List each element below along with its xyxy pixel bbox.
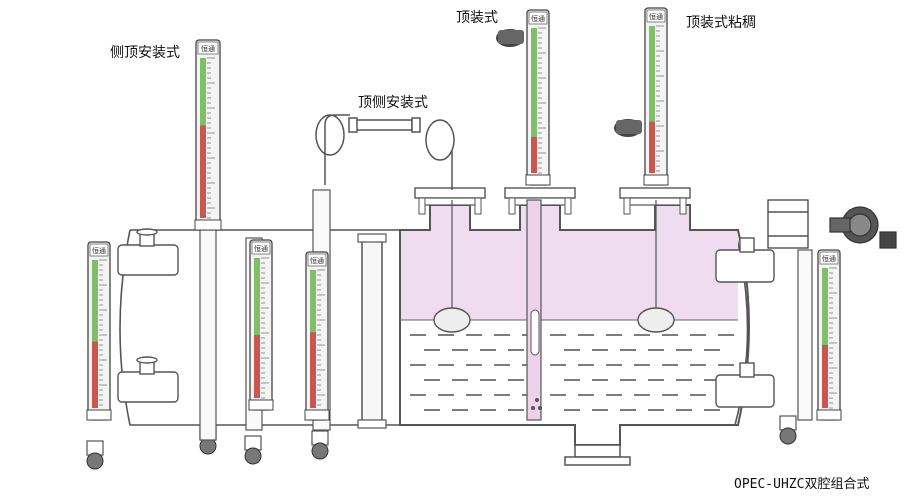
gauge-scale-empty	[822, 268, 828, 345]
float-ball	[433, 307, 471, 333]
gauge-base	[525, 174, 551, 186]
label-top-side-mount: 顶侧安装式	[358, 95, 428, 111]
gauge-cap	[251, 241, 271, 255]
gauge-base	[248, 399, 274, 411]
flange-neck	[624, 197, 686, 206]
gauge-brand: 恒通	[649, 12, 663, 21]
level-gauge: 恒通	[86, 241, 112, 421]
gauge-cap	[646, 9, 666, 23]
gauge-brand: 恒通	[201, 44, 215, 53]
gauge-housing	[817, 249, 841, 421]
flange-plate	[504, 187, 576, 199]
gauge-base	[86, 409, 112, 421]
bottom-outlet	[574, 444, 621, 458]
gauge-housing	[87, 241, 111, 421]
gauge-scale-empty	[531, 28, 537, 137]
flange-plate	[619, 187, 691, 199]
gauge-cap	[819, 251, 839, 265]
gauge-base	[816, 409, 842, 421]
gauge-scale-empty	[310, 270, 316, 333]
flange-bolt	[508, 197, 516, 215]
level-gauge: 恒通	[525, 9, 551, 186]
level-gauge: 恒通	[304, 251, 330, 421]
label-top-mount: 顶装式	[456, 10, 498, 26]
label-model: OPEC-UHZC双腔组合式	[734, 477, 870, 492]
drain-wheel	[86, 452, 104, 470]
transmitter	[767, 199, 897, 249]
gauge-cap	[197, 41, 219, 55]
gauge-cap	[307, 253, 327, 267]
liquid-surface-lines	[400, 319, 738, 411]
top-side-mount-piping	[315, 114, 455, 190]
level-gauges: 恒通恒通恒通恒通恒通恒通恒通	[86, 7, 842, 421]
level-gauge: 恒通	[248, 239, 274, 411]
gauge-brand: 恒通	[254, 244, 268, 253]
gauge-cap	[528, 11, 548, 25]
gauge-base	[194, 219, 222, 231]
gauge-scale-empty	[200, 58, 206, 126]
drain-wheel	[779, 427, 797, 445]
gauge-brand: 恒通	[531, 14, 545, 23]
gauge-housing	[195, 39, 221, 231]
float-assemblies	[433, 200, 675, 333]
gauge-brand: 恒通	[92, 246, 106, 255]
drain-valves	[86, 415, 797, 470]
chamber-pipe	[199, 227, 217, 441]
gauge-brand: 恒通	[310, 256, 324, 265]
gauge-scale-empty	[92, 260, 98, 342]
drain-wheel	[311, 442, 329, 460]
flange-bolt	[418, 197, 426, 215]
label-side-top-mount: 侧顶安装式	[110, 45, 180, 61]
gauge-scale-filled	[254, 335, 260, 398]
flange-bolt	[679, 197, 687, 215]
gauge-scale-filled	[200, 125, 206, 218]
gauge-base	[304, 409, 330, 421]
gauge-brand: 恒通	[822, 254, 836, 263]
level-gauge: 恒通	[643, 7, 669, 186]
flange-neck	[419, 197, 481, 206]
gauge-scale-filled	[649, 121, 655, 173]
left-valves	[117, 228, 179, 403]
gauge-scale-filled	[531, 136, 537, 173]
level-gauge: 恒通	[194, 39, 222, 231]
bottom-flange	[564, 456, 631, 466]
sight-tube	[357, 233, 387, 429]
float-ball	[637, 307, 675, 333]
top-mount-actuator	[496, 29, 642, 137]
gauge-base	[643, 174, 669, 186]
center-guide-rod	[526, 199, 542, 421]
gauge-scale-empty	[649, 26, 655, 122]
flange-bolt	[474, 197, 482, 215]
gauge-scale-empty	[254, 258, 260, 335]
gauge-scale-filled	[822, 345, 828, 408]
gauge-cap	[89, 243, 109, 257]
gauge-housing	[249, 239, 273, 411]
gauge-scale-filled	[92, 341, 98, 408]
flange-plate	[414, 187, 486, 199]
flange-bolt	[564, 197, 572, 215]
gauge-housing	[644, 7, 668, 186]
right-valves	[715, 237, 775, 408]
drain-wheel	[244, 447, 262, 465]
chamber-pipe-group	[199, 227, 217, 441]
vapor-region	[400, 205, 738, 320]
level-gauge: 恒通	[816, 249, 842, 421]
gauge-scale-filled	[310, 332, 316, 408]
label-top-mount-viscous: 顶装式粘稠	[686, 15, 756, 31]
gauge-housing	[526, 9, 550, 186]
flange-bolt	[623, 197, 631, 215]
chamber-pipe	[797, 249, 813, 421]
chamber-pipe-group	[797, 249, 813, 421]
